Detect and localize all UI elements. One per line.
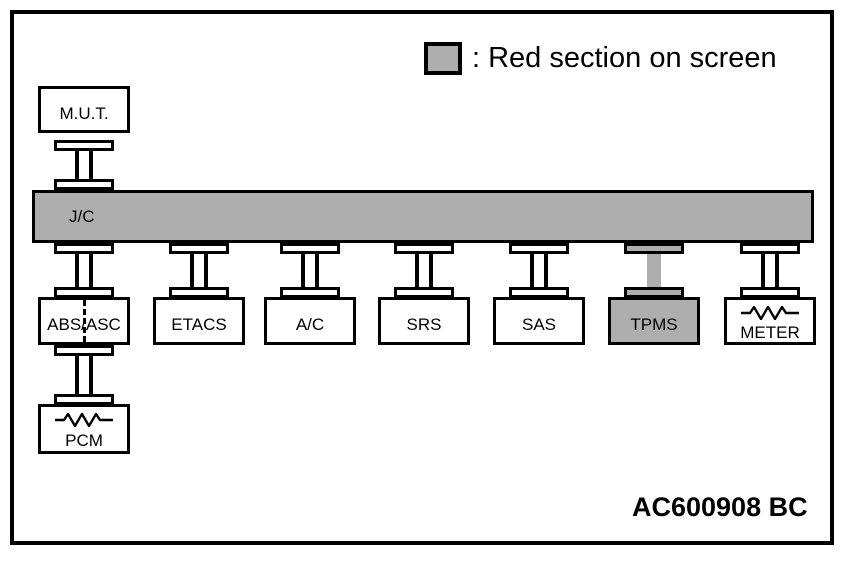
node-tpms-label: TPMS xyxy=(630,315,678,334)
resistor-icon xyxy=(55,411,113,429)
connector-jc-to-abs-asc xyxy=(54,243,114,298)
connector-pin-right xyxy=(204,254,208,287)
connector-plate-bottom xyxy=(394,287,454,298)
connector-abs-asc-to-pcm xyxy=(54,345,114,405)
legend: : Red section on screen xyxy=(424,42,777,75)
connector-plate-bottom xyxy=(740,287,800,298)
connector-trunk-highlighted xyxy=(647,254,661,287)
connector-plate-bottom xyxy=(54,394,114,405)
node-abs-asc[interactable]: ABS/ASC xyxy=(38,297,130,345)
connector-plate-top xyxy=(280,243,340,254)
connector-jc-to-tpms xyxy=(624,243,684,298)
node-tpms[interactable]: TPMS xyxy=(608,297,700,345)
connector-pin-right xyxy=(89,254,93,287)
connector-mut-to-jc xyxy=(54,140,114,190)
node-meter-label: METER xyxy=(740,323,800,342)
node-ac[interactable]: A/C xyxy=(264,297,356,345)
node-sas-label: SAS xyxy=(521,315,557,334)
connector-pin-left xyxy=(190,254,194,287)
connector-pin-left xyxy=(301,254,305,287)
connector-plate-bottom xyxy=(624,287,684,298)
connector-plate-bottom xyxy=(509,287,569,298)
node-etacs-label: ETACS xyxy=(171,315,227,334)
resistor-icon xyxy=(741,304,799,322)
node-meter[interactable]: METER xyxy=(724,297,816,345)
figure-code: AC600908 BC xyxy=(632,492,808,522)
connector-pin-right xyxy=(89,151,93,179)
node-ac-label: A/C xyxy=(295,315,325,334)
connector-plate-top xyxy=(740,243,800,254)
connector-plate-top xyxy=(54,243,114,254)
connector-jc-to-ac xyxy=(280,243,340,298)
legend-label: : Red section on screen xyxy=(472,42,777,74)
node-mut[interactable]: M.U.T. xyxy=(38,86,130,133)
connector-pin-left xyxy=(415,254,419,287)
node-srs-label: SRS xyxy=(406,315,442,334)
connector-jc-to-etacs xyxy=(169,243,229,298)
node-pcm-label: PCM xyxy=(65,431,103,450)
connector-pin-right xyxy=(775,254,779,287)
node-pcm[interactable]: PCM xyxy=(38,404,130,454)
connector-plate-bottom xyxy=(280,287,340,298)
connector-jc-to-meter xyxy=(740,243,800,298)
node-mut-label: M.U.T. xyxy=(59,104,109,123)
connector-jc-to-sas xyxy=(509,243,569,298)
diagram-border-frame xyxy=(10,10,834,545)
connector-pin-right xyxy=(429,254,433,287)
connector-plate-bottom xyxy=(54,179,114,190)
node-srs[interactable]: SRS xyxy=(378,297,470,345)
node-sas[interactable]: SAS xyxy=(493,297,585,345)
connector-pin-left xyxy=(761,254,765,287)
node-etacs[interactable]: ETACS xyxy=(153,297,245,345)
connector-pin-right xyxy=(315,254,319,287)
connector-plate-top xyxy=(54,345,114,356)
bus-bar-jc[interactable]: J/C xyxy=(32,190,814,243)
connector-pin-right xyxy=(544,254,548,287)
connector-pin-left xyxy=(530,254,534,287)
connector-plate-bottom xyxy=(169,287,229,298)
node-abs-asc-label: ABS/ASC xyxy=(47,315,121,334)
connector-pin-right xyxy=(89,356,93,394)
connector-pin-left xyxy=(75,254,79,287)
legend-swatch-icon xyxy=(424,42,462,75)
connector-plate-top xyxy=(624,243,684,254)
node-abs-asc-divider xyxy=(83,300,86,342)
connector-plate-top xyxy=(54,140,114,151)
connector-plate-bottom xyxy=(54,287,114,298)
bus-bar-jc-label: J/C xyxy=(69,207,95,226)
connector-plate-top xyxy=(169,243,229,254)
connector-pin-left xyxy=(75,356,79,394)
connector-pin-left xyxy=(75,151,79,179)
connector-plate-top xyxy=(509,243,569,254)
connector-jc-to-srs xyxy=(394,243,454,298)
connector-plate-top xyxy=(394,243,454,254)
